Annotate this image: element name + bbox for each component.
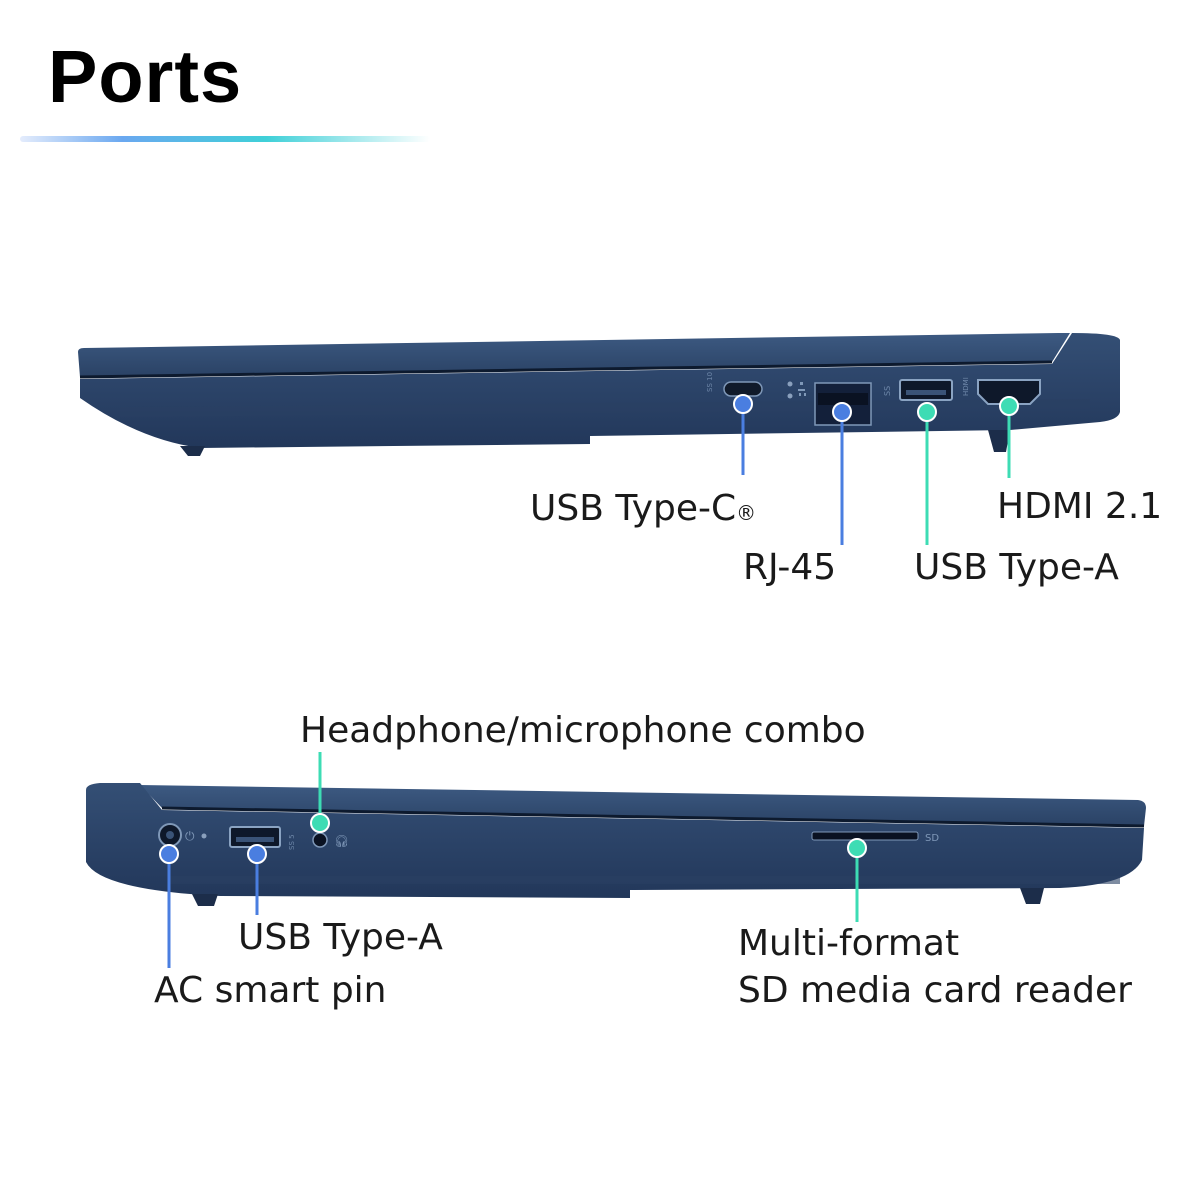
usb-c-port [723, 381, 763, 397]
usb-a-left-marker [247, 844, 267, 864]
usb-a-right-marker [917, 402, 937, 422]
svg-text:SS: SS [883, 386, 892, 396]
laptop-base [86, 783, 1144, 898]
sd-engraving: SD [925, 833, 939, 844]
laptop-foot [988, 430, 1010, 452]
svg-text:HDMI: HDMI [962, 377, 970, 396]
laptop-foot [192, 894, 218, 906]
rj45-label: RJ-45 [743, 547, 837, 588]
usb-a-right-label: USB Type-A [914, 547, 1119, 588]
laptop-foot [180, 446, 205, 456]
headphone-label: Headphone/microphone combo [300, 710, 866, 751]
usb-c-marker [733, 394, 753, 414]
laptop-foot [1020, 888, 1044, 904]
svg-text:SS 10: SS 10 [706, 372, 714, 392]
sd-label-line1: Multi-format [738, 923, 960, 964]
usb-a-left-label: USB Type-A [238, 917, 443, 958]
svg-text:SS 5: SS 5 [288, 834, 296, 850]
sd-card-slot [811, 831, 919, 841]
headphone-marker [310, 813, 330, 833]
usb-c-label-text: USB Type-C [530, 488, 737, 529]
hdmi-port [977, 379, 1041, 405]
page-title: Ports [48, 35, 243, 118]
headphone-icon: 🎧︎ [334, 834, 349, 848]
usb-c-label: USB Type-C® [530, 486, 756, 532]
headphone-jack [312, 832, 328, 848]
ac-pin-marker [159, 844, 179, 864]
registered-mark: ® [736, 501, 757, 525]
laptop-right-side: SS 10 SS HDMI [78, 333, 1120, 545]
laptop-lid [78, 333, 1070, 377]
sd-label-line2: SD media card reader [738, 970, 1132, 1011]
hdmi-label: HDMI 2.1 [997, 486, 1163, 527]
sd-marker [847, 838, 867, 858]
laptop-left-side: ⏻ SS 5 🎧︎ SD [86, 752, 1146, 968]
ac-pin-label: AC smart pin [154, 970, 387, 1011]
network-icon [798, 382, 806, 396]
power-icon: ⏻ [185, 829, 195, 843]
hdmi-marker [999, 396, 1019, 416]
laptop-lid [140, 785, 1146, 826]
rj45-marker [832, 402, 852, 422]
title-underline [20, 136, 430, 142]
